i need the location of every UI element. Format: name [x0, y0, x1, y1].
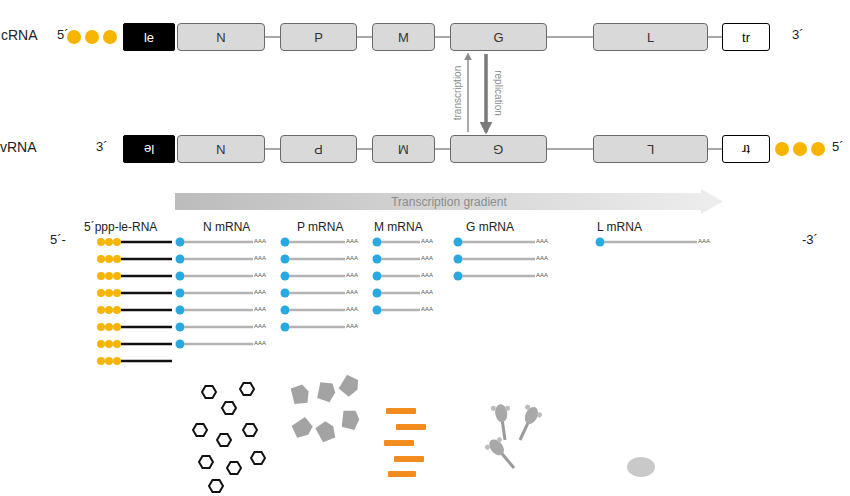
gene-box: G	[450, 135, 547, 163]
transcript-name: P mRNA	[297, 221, 343, 233]
polya-tail: AAA	[254, 323, 266, 329]
gene-box: M	[372, 135, 435, 163]
polya-tail: AAA	[254, 306, 266, 312]
node-text: L	[647, 30, 654, 45]
transcript-name: L mRNA	[597, 221, 642, 233]
transcript-row	[97, 272, 535, 281]
gene-box: N	[177, 135, 265, 163]
node-text: le	[144, 30, 154, 45]
polymerase-icon	[627, 457, 655, 477]
gene-junction-line	[547, 37, 593, 38]
gene-box: P	[280, 135, 357, 163]
gene-box: N	[177, 23, 265, 51]
gene-junction-line	[265, 149, 280, 150]
node-text: L	[647, 142, 654, 157]
end-marker: 5´	[832, 140, 844, 153]
polya-tail: AAA	[421, 255, 433, 261]
strand-name: cRNA	[1, 28, 38, 42]
gene-junction-line	[547, 149, 593, 150]
node-text: tr	[742, 30, 750, 45]
polya-tail: AAA	[421, 272, 433, 278]
gradient-arrow-body	[175, 189, 723, 214]
polya-tail: AAA	[254, 255, 266, 261]
node-text: Transcription gradient	[391, 195, 507, 209]
trailer-region: tr	[722, 23, 770, 51]
gene-box: L	[593, 23, 708, 51]
polya-tail: AAA	[254, 238, 266, 244]
polya-tail: AAA	[421, 306, 433, 312]
polya-tail: AAA	[346, 238, 358, 244]
gene-box: L	[593, 135, 708, 163]
polya-tail: AAA	[254, 289, 266, 295]
node-text: le	[144, 142, 154, 157]
transcript-name: G mRNA	[466, 221, 514, 233]
triphosphate-cap	[775, 142, 825, 156]
polya-tail: AAA	[698, 238, 710, 244]
transcript-name: N mRNA	[203, 221, 250, 233]
gene-box: M	[372, 23, 435, 51]
node-text: P	[314, 30, 323, 45]
gene-junction-line	[708, 149, 722, 150]
strand-name: vRNA	[0, 140, 37, 154]
gene-box: G	[450, 23, 547, 51]
process-arrow	[467, 54, 469, 132]
polya-tail: AAA	[254, 340, 266, 346]
leader-region: le	[123, 135, 175, 163]
node-text: G	[493, 30, 503, 45]
transcript-row	[97, 323, 345, 332]
polya-tail: AAA	[536, 272, 548, 278]
node-text: tr	[742, 142, 750, 157]
gene-junction-line	[708, 37, 722, 38]
triphosphate-cap	[67, 30, 117, 44]
transcript-row	[97, 340, 253, 349]
node-text: G	[493, 142, 503, 157]
transcript-row	[97, 357, 172, 365]
gene-box: P	[280, 23, 357, 51]
matrix-protein-icons	[384, 408, 426, 477]
transcript-row	[97, 306, 420, 315]
polya-tail: AAA	[536, 238, 548, 244]
polya-tail: AAA	[346, 323, 358, 329]
transcript-row	[97, 238, 697, 247]
node-text: N	[216, 142, 225, 157]
gene-junction-line	[357, 149, 372, 150]
polya-tail: AAA	[421, 238, 433, 244]
polya-tail: AAA	[536, 255, 548, 261]
polya-tail: AAA	[421, 289, 433, 295]
node-text: P	[314, 142, 323, 157]
end-marker: 3´	[792, 28, 804, 41]
leader-region: le	[123, 23, 175, 51]
polya-tail: AAA	[346, 289, 358, 295]
node-text: M	[398, 142, 409, 157]
end-marker: -3´	[802, 233, 818, 246]
nucleoprotein-icons	[193, 383, 265, 492]
phosphoprotein-icons	[290, 373, 362, 443]
transcript-name: M mRNA	[374, 221, 423, 233]
polya-tail: AAA	[346, 306, 358, 312]
edge-label: transcription	[452, 66, 463, 120]
transcript-row	[97, 255, 535, 264]
gene-junction-line	[435, 37, 450, 38]
edge-label: replication	[493, 70, 504, 116]
transcript-row	[97, 289, 420, 298]
process-arrow	[484, 54, 488, 132]
node-text: N	[216, 30, 225, 45]
end-marker: 5´-	[50, 233, 66, 246]
gradient-arrow: Transcription gradient	[175, 189, 723, 214]
polya-tail: AAA	[346, 255, 358, 261]
end-marker: 3´	[96, 140, 108, 153]
gene-junction-line	[265, 37, 280, 38]
gene-junction-line	[357, 37, 372, 38]
trailer-region: tr	[722, 135, 770, 163]
node-text: M	[398, 30, 409, 45]
polya-tail: AAA	[346, 272, 358, 278]
glycoprotein-icons	[484, 403, 544, 474]
gene-junction-line	[435, 149, 450, 150]
end-marker: 5´	[57, 28, 69, 41]
transcript-name: 5´ppp-le-RNA	[84, 221, 157, 233]
polya-tail: AAA	[254, 272, 266, 278]
